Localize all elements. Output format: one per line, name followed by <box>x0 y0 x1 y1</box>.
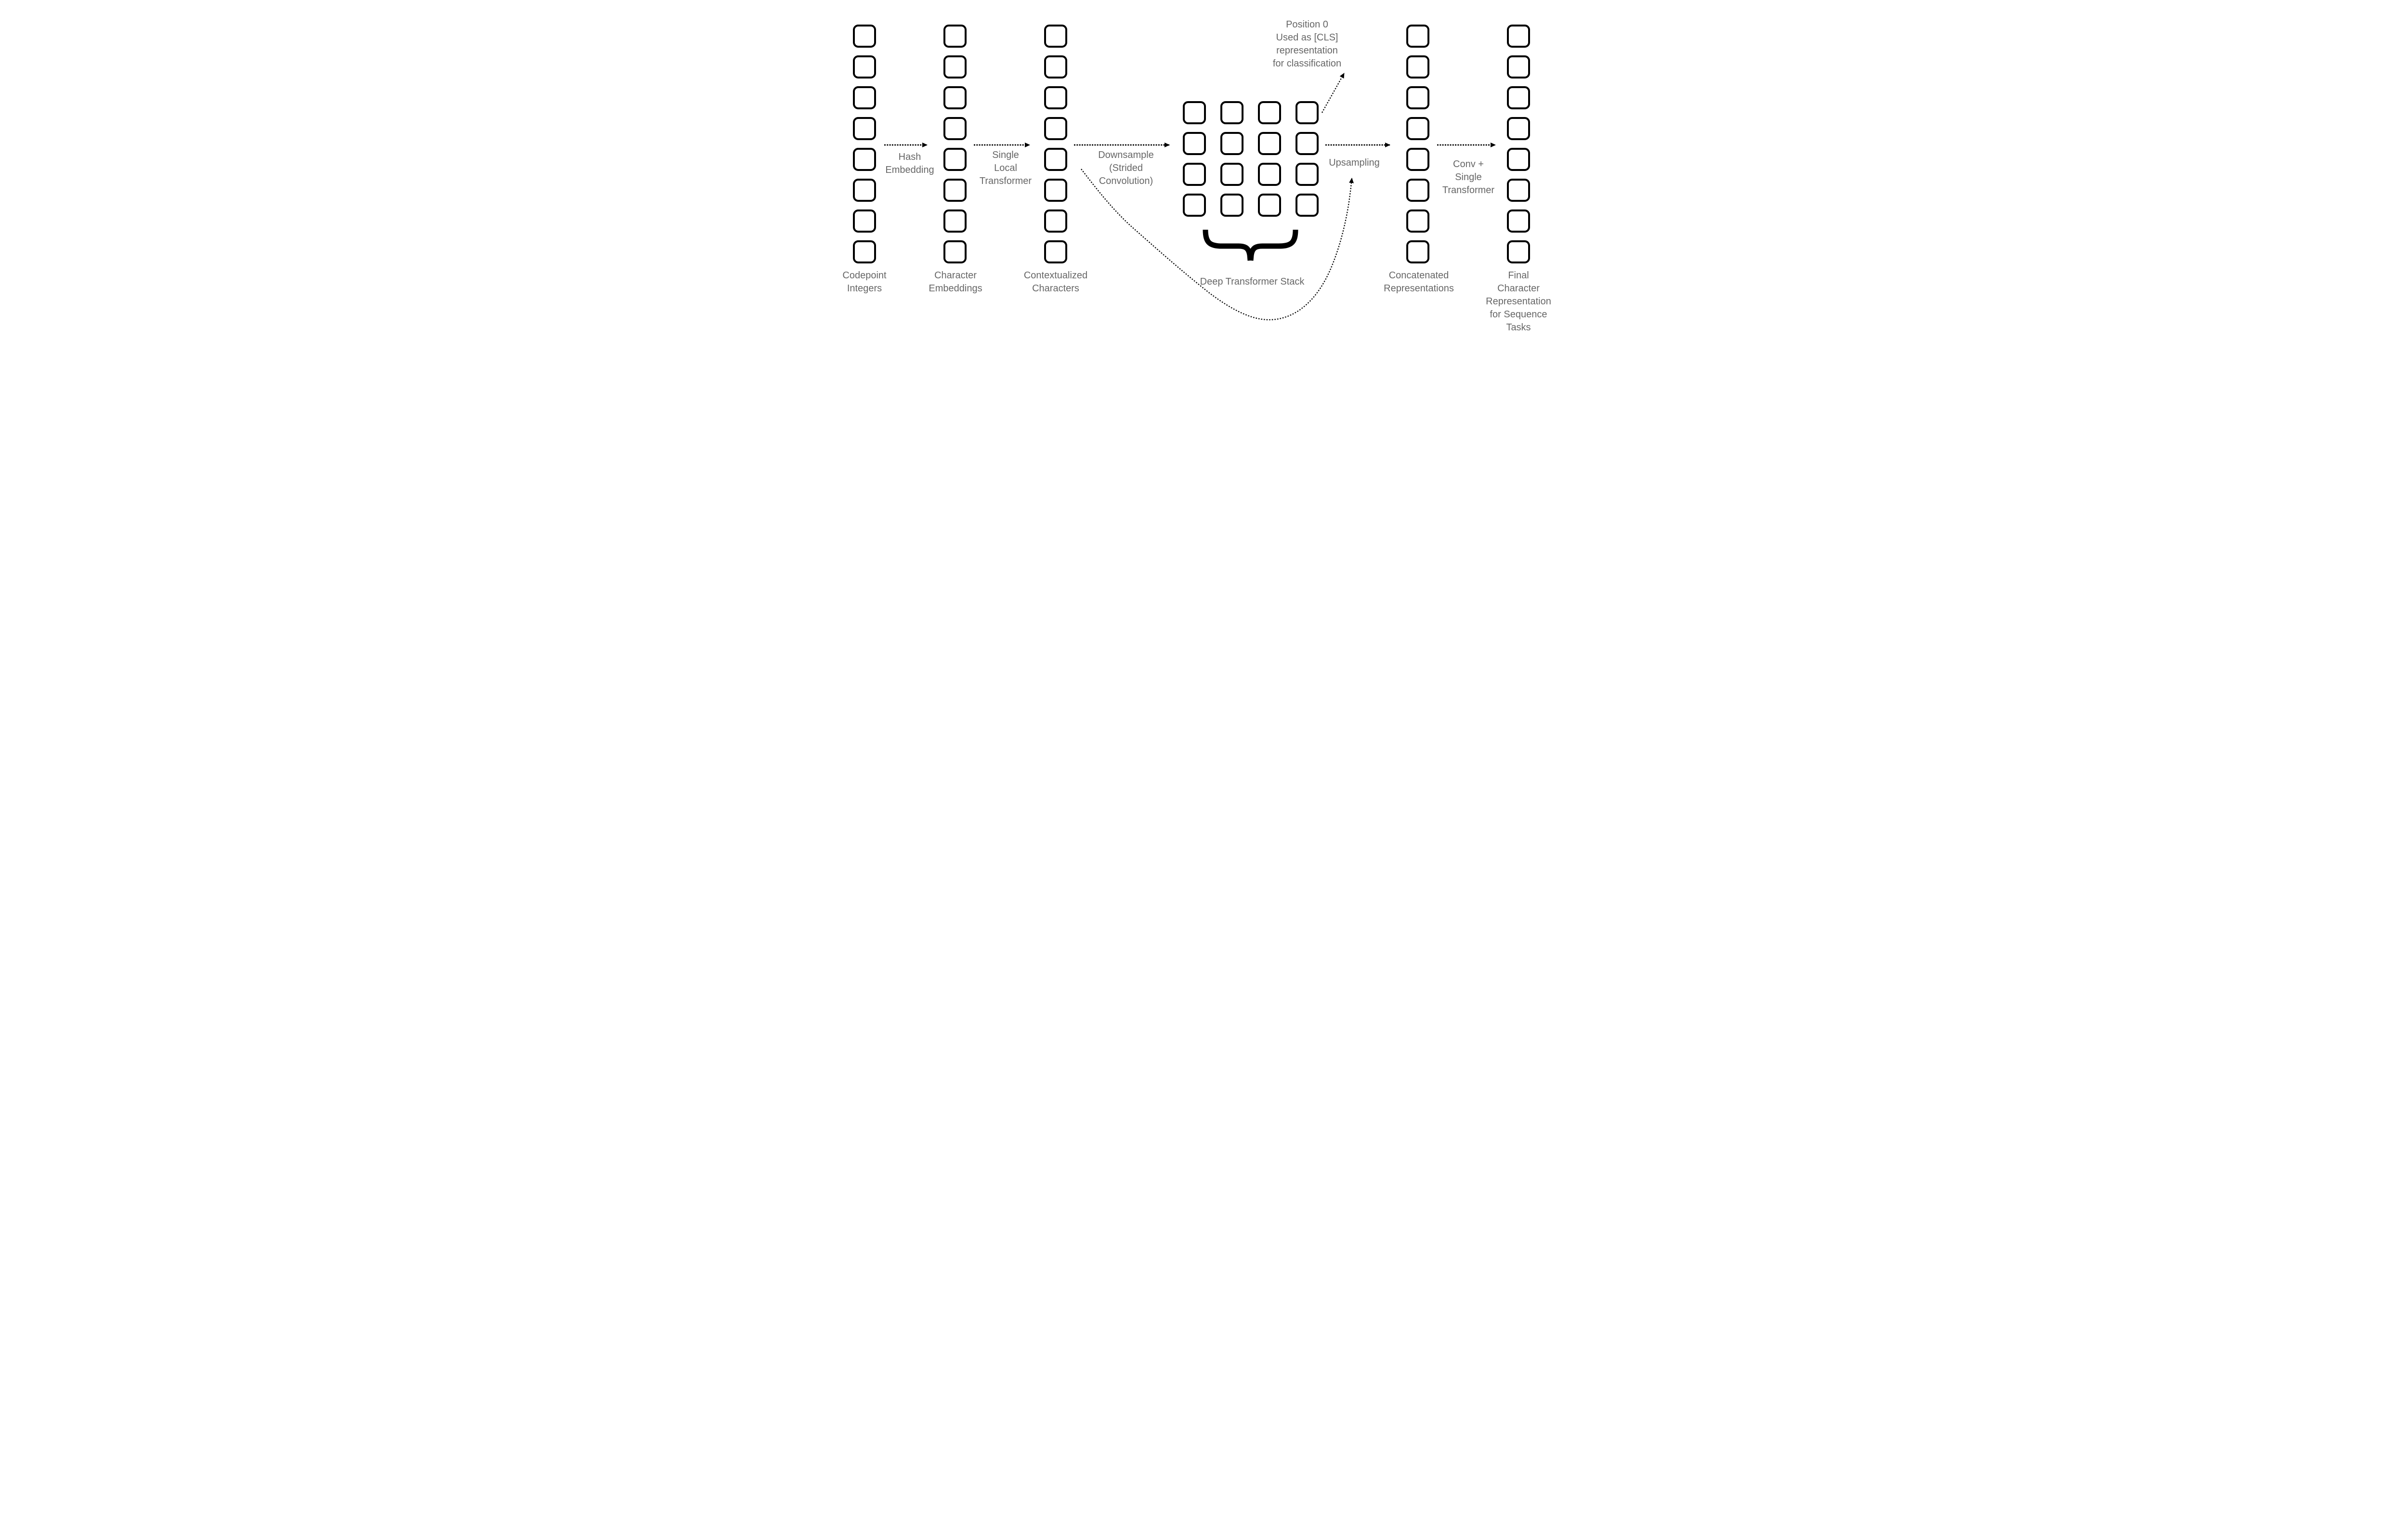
token-box <box>1507 117 1530 140</box>
token-box <box>943 117 967 140</box>
token-box <box>1507 209 1530 233</box>
token-box <box>943 86 967 109</box>
label-codepoint-integers: Codepoint Integers <box>842 270 887 294</box>
token-box <box>1406 55 1429 78</box>
token-box <box>1044 86 1067 109</box>
token-box <box>1296 163 1319 186</box>
token-box <box>1220 101 1243 124</box>
cls-note: Position 0 Used as [CLS] representation … <box>1272 19 1342 69</box>
token-box <box>853 148 876 171</box>
upsampling-skip-arc <box>1081 169 1354 321</box>
token-box <box>1183 194 1206 217</box>
token-box <box>1406 209 1429 233</box>
token-box <box>1507 55 1530 78</box>
token-box <box>1183 132 1206 155</box>
token-box <box>1406 179 1429 202</box>
token-box <box>1258 163 1281 186</box>
token-box <box>1183 101 1206 124</box>
token-box <box>1258 194 1281 217</box>
token-box <box>1220 194 1243 217</box>
token-box <box>943 240 967 263</box>
canine-architecture-diagram: Position 0 Used as [CLS] representation … <box>833 0 1575 342</box>
token-box <box>853 240 876 263</box>
token-box <box>1507 86 1530 109</box>
label-downsample: Downsample (Strided Convolution) <box>1098 150 1154 186</box>
column-character-embeddings <box>943 25 967 263</box>
token-box <box>1406 240 1429 263</box>
token-box <box>1044 240 1067 263</box>
token-box <box>1220 163 1243 186</box>
label-concatenated-representations: Concatenated Representations <box>1384 270 1454 294</box>
token-box <box>853 86 876 109</box>
token-box <box>1507 25 1530 48</box>
token-box <box>1296 194 1319 217</box>
column-final-character-representation <box>1507 25 1530 263</box>
token-box <box>1296 132 1319 155</box>
column-contextualized-characters <box>1044 25 1067 263</box>
token-box <box>943 179 967 202</box>
token-box <box>1183 163 1206 186</box>
token-box <box>1296 101 1319 124</box>
token-box <box>1258 132 1281 155</box>
column-concatenated-representations <box>1406 25 1429 263</box>
token-box <box>1406 148 1429 171</box>
token-box <box>1406 86 1429 109</box>
token-box <box>1406 25 1429 48</box>
label-upsampling: Upsampling <box>1329 157 1380 168</box>
token-box <box>943 25 967 48</box>
token-box <box>1406 117 1429 140</box>
token-box <box>1044 148 1067 171</box>
deep-transformer-grid <box>1183 101 1319 217</box>
token-box <box>853 25 876 48</box>
token-box <box>1258 101 1281 124</box>
token-box <box>943 55 967 78</box>
label-final-character-representation: Final Character Representation for Seque… <box>1486 270 1551 333</box>
label-character-embeddings: Character Embeddings <box>929 270 982 294</box>
token-box <box>853 117 876 140</box>
token-box <box>1044 209 1067 233</box>
token-box <box>1507 179 1530 202</box>
token-box <box>943 148 967 171</box>
deep-stack-underbrace <box>1203 229 1298 261</box>
token-box <box>1507 148 1530 171</box>
token-box <box>1220 132 1243 155</box>
token-box <box>1044 25 1067 48</box>
column-codepoint-integers <box>853 25 876 263</box>
cls-position0-arrow <box>1321 73 1345 113</box>
token-box <box>1044 179 1067 202</box>
connector-overlay <box>884 73 1496 321</box>
token-box <box>943 209 967 233</box>
token-box <box>1507 240 1530 263</box>
label-conv-single-transformer: Conv + Single Transformer <box>1442 159 1495 196</box>
token-box <box>1044 55 1067 78</box>
token-box <box>853 55 876 78</box>
label-single-local-transformer: Single Local Transformer <box>979 150 1032 186</box>
label-contextualized-characters: Contextualized Characters <box>1023 270 1088 294</box>
token-box <box>1044 117 1067 140</box>
token-box <box>853 209 876 233</box>
token-box <box>853 179 876 202</box>
label-hash-embedding: Hash Embedding <box>885 152 934 175</box>
label-deep-transformer-stack: Deep Transformer Stack <box>1200 276 1305 287</box>
